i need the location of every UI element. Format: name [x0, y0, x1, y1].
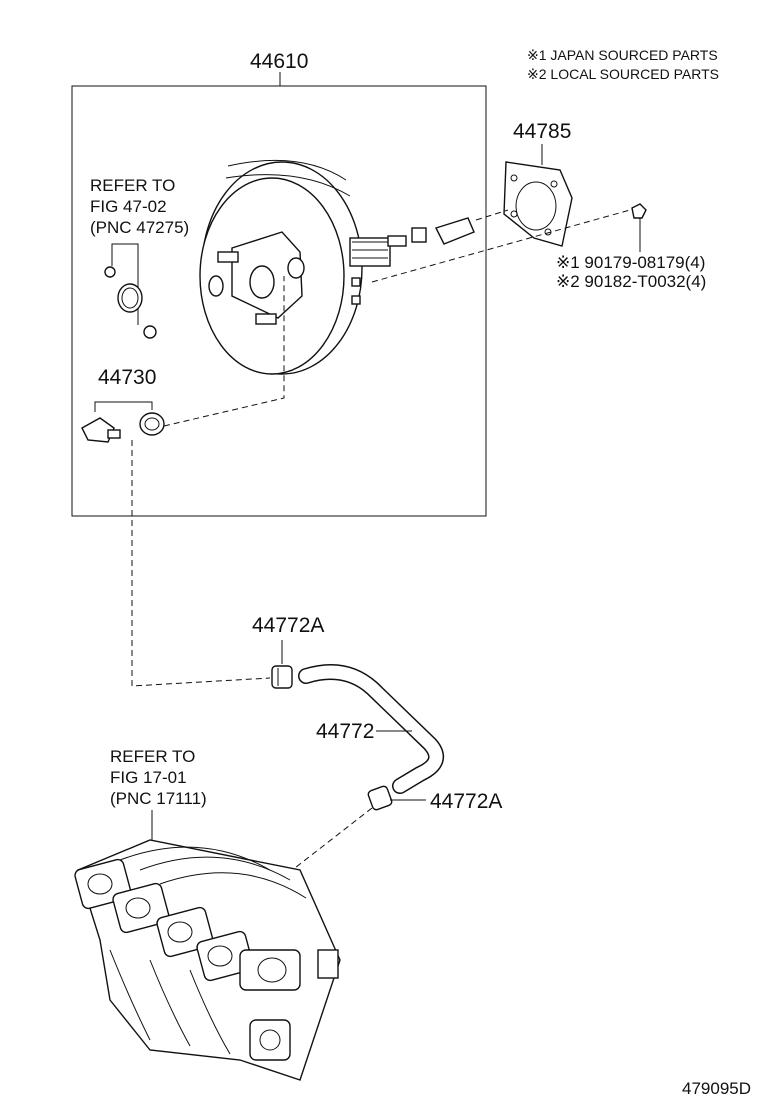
- valve-to-hose-dash-line: [131, 440, 271, 687]
- intake-manifold-drawing[interactable]: [74, 839, 341, 1081]
- part-number-44785[interactable]: 44785: [513, 120, 571, 143]
- check-valve-dash-line: [163, 276, 285, 427]
- booster-assembly-frame: [71, 85, 487, 517]
- part-number-44730[interactable]: 44730: [98, 366, 156, 389]
- ref1-line3: (PNC 47275): [90, 218, 189, 237]
- nut-part-number-2[interactable]: ※2 90182-T0032(4): [556, 272, 706, 291]
- nut-dash-line: [371, 209, 631, 283]
- legend-local-sourced: ※2 LOCAL SOURCED PARTS: [527, 66, 719, 82]
- ref1-grommet-parts: [104, 243, 157, 339]
- nut-part-number-1[interactable]: ※1 90179-08179(4): [556, 253, 705, 272]
- ref2-line1: REFER TO: [110, 747, 195, 766]
- vacuum-hose-drawing[interactable]: [298, 664, 444, 794]
- ref1-line2: FIG 47-02: [90, 197, 167, 216]
- ref2-line2: FIG 17-01: [110, 768, 187, 787]
- gasket-dash-line: [475, 209, 509, 221]
- clip-to-manifold-dash-line: [281, 807, 373, 879]
- part-number-44610[interactable]: 44610: [250, 50, 308, 73]
- gasket-drawing[interactable]: [503, 161, 573, 247]
- nut-drawing[interactable]: [631, 203, 647, 219]
- part-number-44772A-upper[interactable]: 44772A: [252, 614, 324, 637]
- upper-hose-clip-drawing[interactable]: [271, 665, 293, 689]
- part-number-44772[interactable]: 44772: [316, 720, 374, 743]
- ref2-line3: (PNC 17111): [110, 789, 207, 808]
- ref1-line1: REFER TO: [90, 176, 175, 195]
- part-number-44772A-lower[interactable]: 44772A: [430, 790, 502, 813]
- lower-hose-clip-drawing[interactable]: [367, 785, 393, 811]
- brake-booster-drawing[interactable]: [199, 159, 475, 375]
- legend-japan-sourced: ※1 JAPAN SOURCED PARTS: [527, 47, 718, 63]
- check-valve-bracket: [94, 401, 153, 412]
- check-valve-drawing[interactable]: [81, 412, 165, 443]
- figure-id: 479095D: [682, 1079, 751, 1098]
